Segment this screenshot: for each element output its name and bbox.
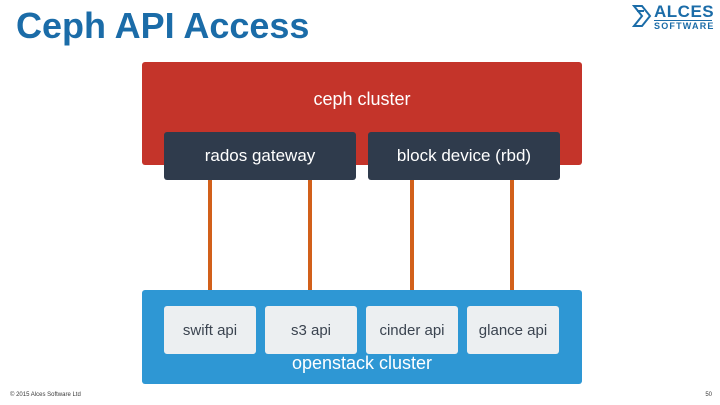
api-s3: s3 api — [265, 306, 357, 354]
api-s3-label: s3 api — [290, 321, 332, 339]
api-glance: glance api — [467, 306, 559, 354]
api-swift-label: swift api — [182, 321, 238, 339]
alces-logo-mark-icon — [632, 5, 652, 27]
logo-wordmark: ALCES — [654, 2, 715, 21]
api-cinder: cinder api — [366, 306, 458, 354]
service-rados-gateway: rados gateway — [164, 132, 356, 180]
logo-subtitle: SOFTWARE — [654, 21, 715, 31]
api-cinder-label: cinder api — [379, 321, 445, 339]
page-title: Ceph API Access — [16, 5, 310, 46]
connector-rbd-to-glance — [510, 165, 514, 310]
api-glance-label: glance api — [478, 321, 548, 339]
logo-divider — [654, 20, 712, 21]
service-block-device-rbd: block device (rbd) — [368, 132, 560, 180]
connector-rados-to-s3 — [308, 165, 312, 310]
footer-copyright: © 2015 Alces Software Ltd — [10, 392, 81, 398]
api-swift: swift api — [164, 306, 256, 354]
alces-logo: ALCES SOFTWARE — [632, 2, 714, 40]
connector-rados-to-swift — [208, 165, 212, 310]
ceph-cluster-label: ceph cluster — [313, 89, 411, 109]
footer-page-number: 50 — [705, 392, 712, 398]
connector-rbd-to-cinder — [410, 165, 414, 310]
service-rados-gateway-label: rados gateway — [204, 146, 316, 165]
service-block-device-rbd-label: block device (rbd) — [396, 146, 532, 165]
openstack-cluster-label: openstack cluster — [291, 353, 433, 373]
